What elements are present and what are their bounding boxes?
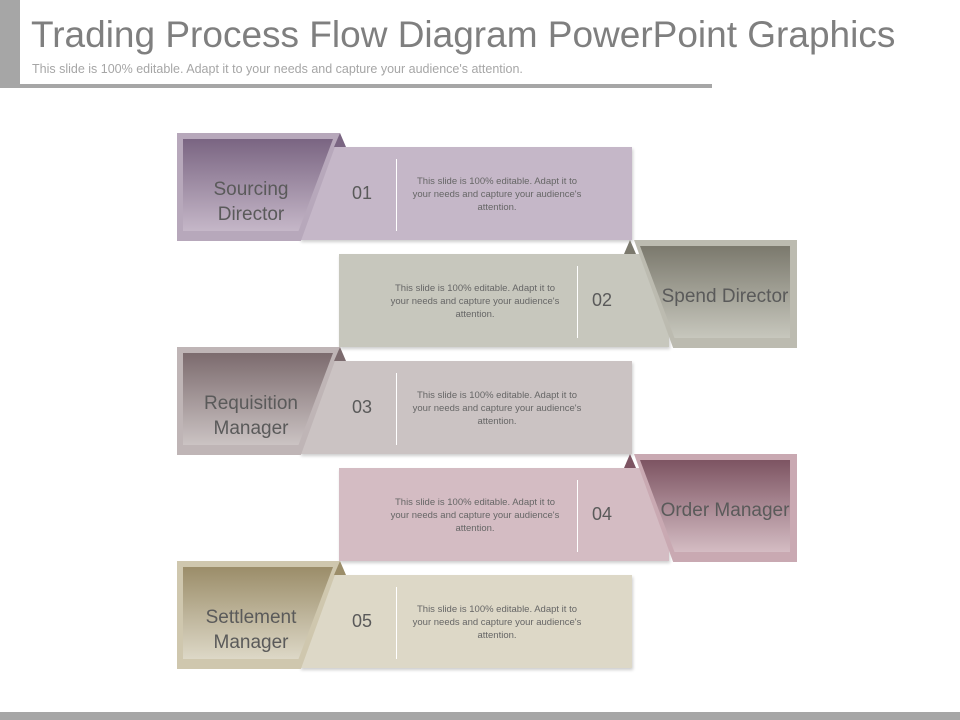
step-strip bbox=[339, 468, 669, 561]
page-subtitle: This slide is 100% editable. Adapt it to… bbox=[32, 62, 523, 76]
step-description: This slide is 100% editable. Adapt it to… bbox=[390, 283, 560, 320]
divider bbox=[577, 480, 578, 552]
header-accent-bar bbox=[0, 0, 20, 88]
divider bbox=[396, 373, 397, 445]
process-step-03: Requisition Manager 03 This slide is 100… bbox=[0, 347, 960, 455]
divider bbox=[577, 266, 578, 338]
step-label: Requisition Manager bbox=[204, 393, 298, 439]
process-step-05: Settlement Manager 05 This slide is 100%… bbox=[0, 561, 960, 669]
step-strip bbox=[300, 575, 632, 668]
triangle-marker bbox=[624, 240, 636, 254]
step-description: This slide is 100% editable. Adapt it to… bbox=[412, 604, 582, 641]
triangle-marker bbox=[334, 347, 346, 361]
step-label: Order Manager bbox=[660, 500, 790, 521]
process-step-01: Sourcing Director 01 This slide is 100% … bbox=[0, 133, 960, 241]
process-step-04: Order Manager 04 This slide is 100% edit… bbox=[0, 454, 960, 562]
step-number: 02 bbox=[592, 290, 613, 310]
step-strip bbox=[339, 254, 669, 347]
triangle-marker bbox=[334, 133, 346, 147]
step-strip bbox=[300, 147, 632, 240]
step-number: 01 bbox=[352, 183, 373, 203]
step-number: 05 bbox=[352, 611, 373, 631]
step-label: Settlement Manager bbox=[205, 607, 297, 653]
step-description: This slide is 100% editable. Adapt it to… bbox=[412, 390, 582, 427]
step-strip bbox=[300, 361, 632, 454]
footer-bar bbox=[0, 712, 960, 720]
header-underline bbox=[0, 84, 712, 88]
triangle-marker bbox=[624, 454, 636, 468]
step-label: Sourcing Director bbox=[213, 179, 289, 225]
step-description: This slide is 100% editable. Adapt it to… bbox=[390, 497, 560, 534]
divider bbox=[396, 159, 397, 231]
divider bbox=[396, 587, 397, 659]
process-step-02: Spend Director 02 This slide is 100% edi… bbox=[0, 240, 960, 348]
step-number: 04 bbox=[592, 504, 613, 524]
step-description: This slide is 100% editable. Adapt it to… bbox=[412, 176, 582, 213]
page-title: Trading Process Flow Diagram PowerPoint … bbox=[31, 14, 896, 55]
step-label: Spend Director bbox=[661, 286, 789, 307]
triangle-marker bbox=[334, 561, 346, 575]
step-number: 03 bbox=[352, 397, 373, 417]
